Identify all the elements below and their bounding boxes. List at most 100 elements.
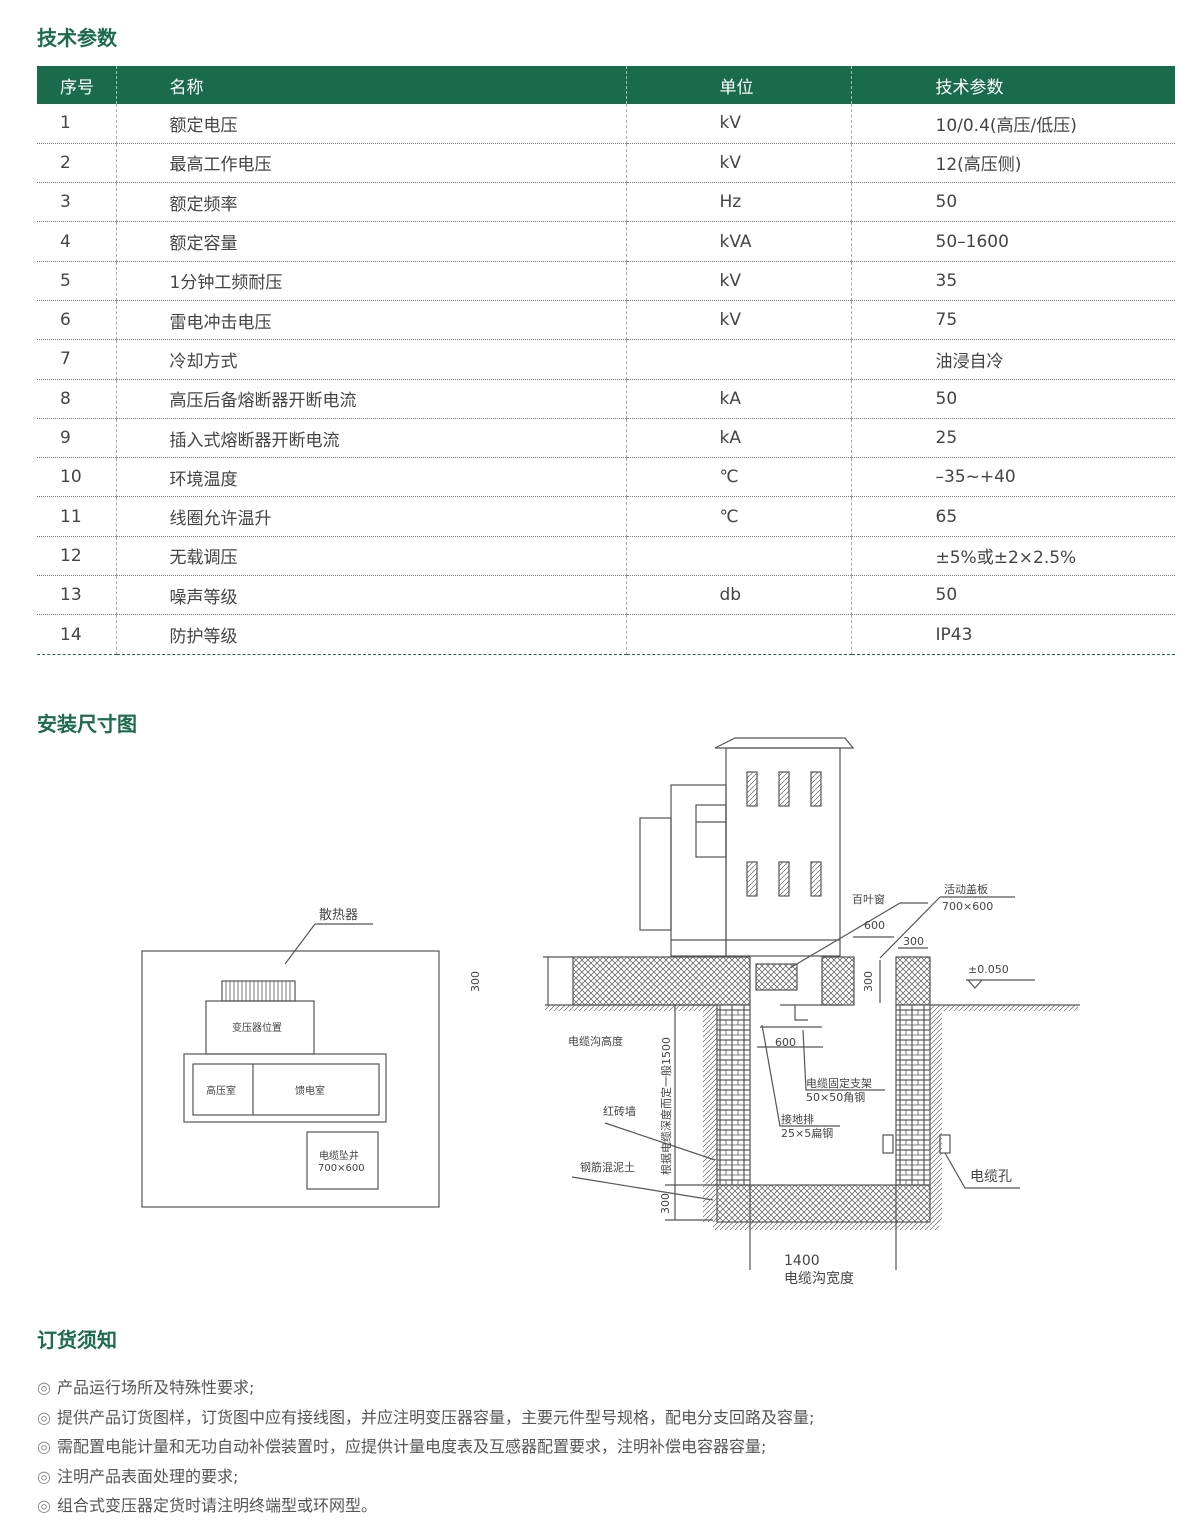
row-name: 噪声等级 — [116, 575, 627, 616]
hv-room-label: 高压室 — [206, 1084, 236, 1097]
row-index: 9 — [37, 418, 117, 459]
dim-300b: 300 — [862, 971, 875, 992]
radiator-label: 散热器 — [319, 908, 358, 923]
row-name: 插入式熔断器开断电流 — [116, 418, 627, 459]
order-notes: ◎ 产品运行场所及特殊性要求; ◎提供产品订货图样，订货图中应有接线图，并应注明变压… — [37, 1373, 814, 1521]
row-name: 防护等级 — [116, 614, 627, 655]
row-name: 额定频率 — [116, 182, 627, 223]
louver-label: 百叶窗 — [852, 892, 885, 906]
row-index: 12 — [37, 536, 117, 577]
brick-label: 红砖墙 — [603, 1104, 636, 1118]
row-value: –35~+40 — [851, 457, 1175, 498]
row-unit: ℃ — [626, 457, 852, 498]
row-unit: kV — [626, 300, 852, 341]
trench-height-label: 电缆沟高度 — [568, 1034, 623, 1048]
row-value: 25 — [851, 418, 1175, 459]
bullet-icon: ◎ — [37, 1378, 51, 1397]
row-index: 1 — [37, 104, 117, 144]
section-title-specs: 技术参数 — [37, 26, 117, 50]
note-item: ◎组合式变压器定货时请注明终端型或环网型。 — [37, 1491, 814, 1521]
section-title-order: 订货须知 — [37, 1328, 117, 1352]
row-index: 6 — [37, 300, 117, 341]
note-text: 注明产品表面处理的要求; — [56, 1466, 239, 1486]
row-unit: Hz — [626, 182, 852, 223]
row-index: 3 — [37, 182, 117, 223]
row-index: 7 — [37, 339, 117, 380]
dim-300a: 300 — [903, 935, 924, 948]
row-index: 14 — [37, 614, 117, 655]
bullet-icon: ◎ — [37, 1437, 51, 1457]
cable-well-size: 700×600 — [318, 1163, 365, 1174]
note-text: 产品运行场所及特殊性要求; — [56, 1378, 255, 1397]
row-unit: ℃ — [626, 496, 852, 537]
row-index: 8 — [37, 379, 117, 419]
plan-view: 散热器 变压器位置 高压室 馈电室 电缆坠井 700×600 300 — [141, 908, 482, 1208]
bullet-icon: ◎ — [37, 1466, 51, 1486]
transformer-label: 变压器位置 — [232, 1021, 282, 1034]
row-index: 2 — [37, 143, 117, 184]
ground-bar-label: 接地排 — [781, 1112, 814, 1126]
plan-dim-300: 300 — [469, 971, 482, 992]
note-text: 组合式变压器定货时请注明终端型或环网型。 — [56, 1496, 377, 1516]
note-item: ◎注明产品表面处理的要求; — [37, 1462, 814, 1492]
row-name: 环境温度 — [116, 457, 627, 498]
header-value: 技术参数 — [851, 66, 1175, 104]
row-unit: kVA — [626, 221, 852, 262]
cover-label: 活动盖板 — [944, 882, 988, 896]
cable-well-label: 电缆坠井 — [319, 1149, 359, 1162]
row-value: 75 — [851, 300, 1175, 341]
row-value: 50 — [851, 379, 1175, 419]
row-name: 线圈允许温升 — [116, 496, 627, 537]
header-unit: 单位 — [626, 66, 852, 104]
width-value: 1400 — [784, 1253, 820, 1269]
row-index: 5 — [37, 261, 117, 301]
row-unit: kV — [626, 143, 852, 184]
row-name: 额定电压 — [116, 104, 627, 144]
dim-300c: 300 — [659, 1193, 672, 1214]
note-text: 需配置电能计量和无功自动补偿装置时，应提供计量电度表及互感器配置要求，注明补偿电… — [56, 1437, 767, 1457]
cover-size: 700×600 — [942, 900, 993, 913]
row-name: 1分钟工频耐压 — [116, 261, 627, 301]
row-name: 无载调压 — [116, 536, 627, 577]
row-index: 4 — [37, 221, 117, 262]
row-value: IP43 — [851, 614, 1175, 655]
section-title-install: 安装尺寸图 — [37, 712, 137, 736]
row-name: 冷却方式 — [116, 339, 627, 380]
bracket-label: 电缆固定支架 — [806, 1076, 872, 1090]
note-item: ◎需配置电能计量和无功自动补偿装置时，应提供计量电度表及互感器配置要求，注明补偿… — [37, 1432, 814, 1462]
row-unit — [626, 614, 852, 655]
row-unit: db — [626, 575, 852, 616]
row-unit — [626, 536, 852, 577]
row-value: 油浸自冷 — [851, 339, 1175, 380]
section-view: 百叶窗 活动盖板 700×600 600 300 300 ±0.050 电缆沟高… — [543, 737, 1080, 1287]
row-unit: kA — [626, 379, 852, 419]
note-item: ◎提供产品订货图样，订货图中应有接线图，并应注明变压器容量，主要元件型号规格，配… — [37, 1403, 814, 1433]
depth-note: 根据电缆深度而定一般1500 — [659, 1037, 673, 1175]
row-unit — [626, 339, 852, 380]
row-value: 50–1600 — [851, 221, 1175, 262]
feeder-room-label: 馈电室 — [295, 1084, 325, 1097]
table-header: 序号 名称 单位 技术参数 — [37, 66, 1175, 104]
row-value: 12(高压侧) — [851, 143, 1175, 184]
row-unit: kA — [626, 418, 852, 459]
row-unit: kV — [626, 261, 852, 301]
row-value: 35 — [851, 261, 1175, 301]
bullet-icon: ◎ — [37, 1407, 51, 1427]
row-index: 13 — [37, 575, 117, 616]
row-value: 50 — [851, 575, 1175, 616]
level-mark: ±0.050 — [968, 963, 1009, 976]
